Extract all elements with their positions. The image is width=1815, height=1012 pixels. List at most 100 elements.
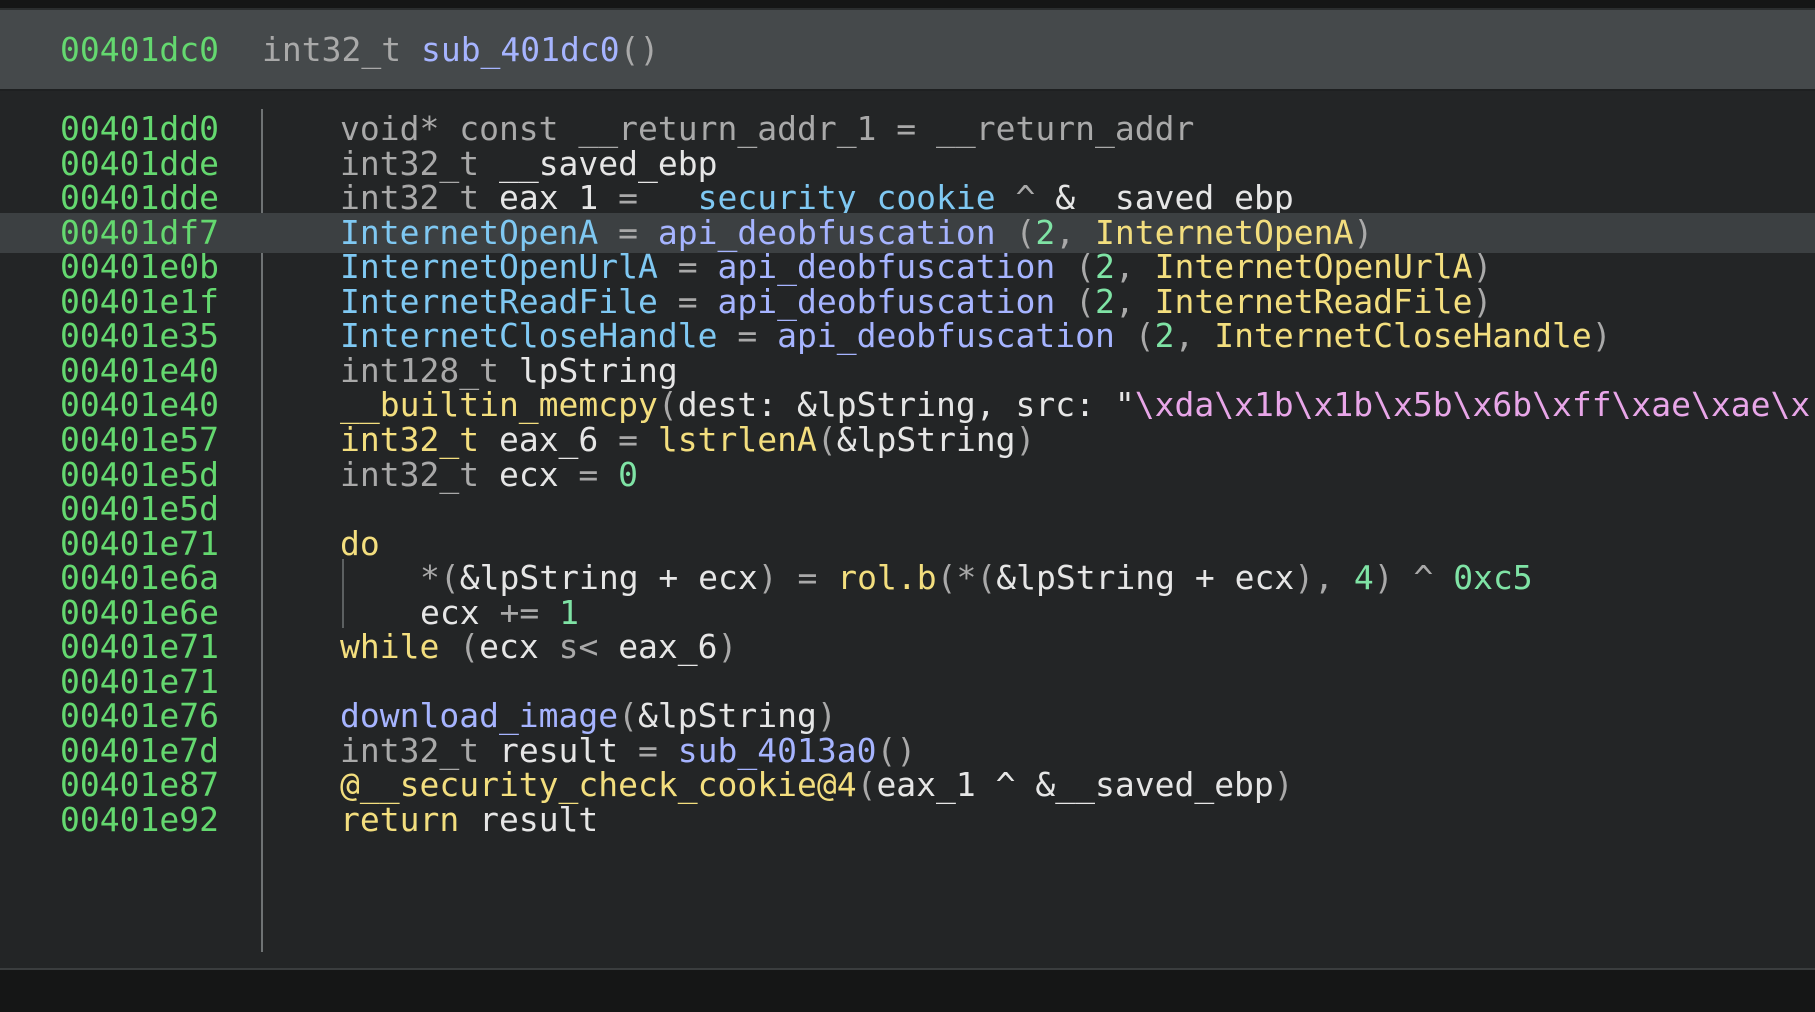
- line-address[interactable]: 00401e5d: [60, 489, 219, 529]
- code-line[interactable]: 00401e76 download_image(&lpString): [0, 696, 1815, 736]
- code-token[interactable]: =: [717, 316, 778, 356]
- function-name[interactable]: sub_401dc0: [420, 30, 620, 69]
- line-source[interactable]: @__security_check_cookie@4(eax_1 ^ &__sa…: [340, 765, 1294, 805]
- code-token[interactable]: &lpString + ecx: [996, 558, 1295, 598]
- line-address[interactable]: 00401dde: [60, 143, 219, 183]
- function-address[interactable]: 00401dc0: [60, 30, 219, 69]
- line-source[interactable]: ecx += 1: [420, 593, 579, 633]
- code-token[interactable]: __security_cookie: [657, 178, 996, 218]
- code-token[interactable]: ) ^: [1373, 558, 1454, 598]
- code-token[interactable]: (: [1055, 281, 1096, 321]
- line-address[interactable]: 00401dde: [60, 178, 219, 218]
- code-token[interactable]: ): [1015, 419, 1036, 459]
- line-address[interactable]: 00401e76: [60, 696, 219, 736]
- line-address[interactable]: 00401dd0: [60, 109, 219, 148]
- code-token[interactable]: api_deobfuscation: [657, 212, 996, 252]
- code-token[interactable]: ,: [1114, 281, 1155, 321]
- line-address[interactable]: 00401e57: [60, 419, 219, 459]
- code-token[interactable]: ): [816, 696, 837, 736]
- code-token[interactable]: 0xc5: [1453, 558, 1533, 598]
- line-address[interactable]: 00401e71: [60, 523, 219, 563]
- code-token[interactable]: &lpString: [836, 419, 1016, 459]
- line-address[interactable]: 00401e87: [60, 765, 219, 805]
- code-token[interactable]: lpString: [518, 350, 678, 390]
- line-address[interactable]: 00401e92: [60, 800, 219, 839]
- code-token[interactable]: int32_t: [340, 454, 499, 494]
- code-token[interactable]: while: [340, 627, 440, 667]
- code-token[interactable]: __saved_ebp: [498, 143, 718, 183]
- code-token[interactable]: lstrlenA: [657, 419, 817, 459]
- code-token[interactable]: api_deobfuscation: [777, 316, 1115, 356]
- line-source[interactable]: void* const __return_addr_1 = __return_a…: [340, 109, 1194, 149]
- code-token[interactable]: 4: [1353, 558, 1374, 598]
- code-token[interactable]: +=: [479, 592, 560, 632]
- code-token[interactable]: =: [598, 419, 658, 459]
- code-line[interactable]: 00401e40__builtin_memcpy(dest: &lpString…: [0, 385, 1815, 425]
- code-token[interactable]: ,: [1114, 247, 1155, 287]
- code-line[interactable]: 00401dde int32_t __saved_ebp: [0, 144, 1815, 184]
- line-source[interactable]: InternetReadFile = api_deobfuscation (2,…: [340, 282, 1492, 322]
- code-token[interactable]: ,: [1055, 212, 1096, 252]
- code-token[interactable]: ) =: [757, 558, 838, 598]
- code-token[interactable]: ): [1353, 212, 1374, 252]
- code-token[interactable]: int128_t: [340, 350, 519, 390]
- code-token[interactable]: 2: [1154, 316, 1175, 356]
- line-source[interactable]: while (ecx s< eax_6): [340, 627, 737, 667]
- code-token[interactable]: eax_6: [498, 419, 599, 459]
- code-token[interactable]: (: [995, 212, 1036, 252]
- code-line[interactable]: 00401e71: [0, 662, 1815, 702]
- code-token[interactable]: InternetReadFile: [1154, 281, 1473, 321]
- line-source[interactable]: return result: [340, 800, 598, 840]
- code-token[interactable]: (: [1055, 247, 1096, 287]
- code-line[interactable]: 00401e5d: [0, 489, 1815, 529]
- code-token[interactable]: ecx: [479, 627, 539, 667]
- code-token[interactable]: api_deobfuscation: [717, 281, 1056, 321]
- line-address[interactable]: 00401e6a: [60, 558, 219, 598]
- line-source[interactable]: download_image(&lpString): [340, 696, 837, 736]
- code-token[interactable]: &lpString: [638, 696, 817, 736]
- function-header[interactable]: 00401dc0 int32_t sub_401dc0(): [0, 10, 1815, 89]
- code-token[interactable]: =: [657, 281, 718, 321]
- code-line[interactable]: 00401e71 do: [0, 524, 1815, 564]
- code-token[interactable]: (: [618, 696, 639, 736]
- code-token[interactable]: &__saved_ebp: [1055, 178, 1294, 218]
- line-address[interactable]: 00401e6e: [60, 592, 219, 632]
- line-address[interactable]: 00401e40: [60, 350, 219, 390]
- code-token[interactable]: (: [439, 627, 480, 667]
- code-token[interactable]: do: [340, 523, 380, 563]
- code-token[interactable]: =: [657, 247, 718, 287]
- line-source[interactable]: int32_t __saved_ebp: [340, 144, 718, 184]
- code-token[interactable]: ): [717, 627, 738, 667]
- code-token[interactable]: =: [598, 212, 658, 252]
- code-token[interactable]: *(: [956, 558, 997, 598]
- code-token[interactable]: InternetOpenUrlA: [1154, 247, 1473, 287]
- code-token[interactable]: InternetOpenUrlA: [340, 247, 658, 287]
- code-token[interactable]: int32_t: [340, 178, 499, 218]
- code-token[interactable]: &lpString + ecx: [459, 558, 758, 598]
- code-token[interactable]: ),: [1294, 558, 1354, 598]
- code-token[interactable]: \xda\x1b\x1b\x5b\x6b\xff\xae\xae\x: [1134, 385, 1811, 425]
- code-token[interactable]: rol.b: [837, 558, 937, 598]
- line-source[interactable]: int32_t eax_1 = __security_cookie ^ &__s…: [340, 178, 1294, 218]
- code-token[interactable]: 0: [618, 454, 639, 494]
- line-source[interactable]: InternetOpenA = api_deobfuscation (2, In…: [340, 213, 1373, 253]
- code-token[interactable]: sub_4013a0: [677, 730, 877, 770]
- code-token[interactable]: ): [1472, 281, 1493, 321]
- code-token[interactable]: =: [598, 178, 658, 218]
- code-token[interactable]: 2: [1095, 281, 1115, 321]
- code-token[interactable]: int32_t: [340, 730, 499, 770]
- line-address[interactable]: 00401e71: [60, 627, 219, 667]
- code-token[interactable]: __builtin_memcpy: [340, 385, 658, 425]
- line-source[interactable]: InternetOpenUrlA = api_deobfuscation (2,…: [340, 247, 1492, 287]
- code-token[interactable]: 1: [559, 592, 579, 632]
- code-token[interactable]: @__security_check_cookie@4: [340, 765, 857, 805]
- code-token[interactable]: ecx: [420, 592, 480, 632]
- line-source[interactable]: int32_t result = sub_4013a0(): [340, 731, 916, 771]
- code-token[interactable]: api_deobfuscation: [717, 247, 1056, 287]
- line-source[interactable]: int128_t lpString: [340, 351, 678, 391]
- code-token[interactable]: ecx: [498, 454, 559, 494]
- line-address[interactable]: 00401df7: [60, 212, 219, 252]
